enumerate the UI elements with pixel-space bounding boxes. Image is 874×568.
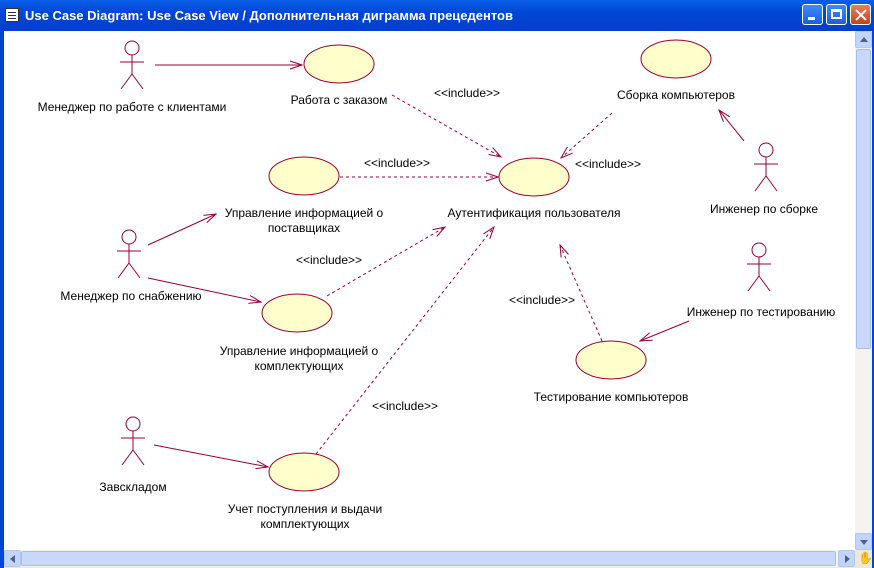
maximize-button[interactable]: [826, 4, 847, 25]
scroll-corner[interactable]: ✋: [855, 550, 873, 567]
window-border-right: [872, 31, 874, 568]
use-case-auth[interactable]: [498, 157, 570, 197]
use-case-supplier-info[interactable]: [268, 156, 340, 196]
include-assembly-auth[interactable]: [561, 112, 613, 158]
actor-assembly-engineer-figure[interactable]: [754, 142, 778, 192]
window-border-left: [0, 31, 4, 568]
scroll-left-button[interactable]: [4, 550, 21, 567]
actor-warehouse-head-figure[interactable]: [121, 416, 145, 466]
actor-client-manager-label: Менеджер по работе с клиентами: [37, 100, 227, 114]
diagram-svg: [117, 39, 778, 492]
include-order-auth[interactable]: [391, 94, 501, 157]
use-case-auth-label: Аутентификация пользователя: [447, 206, 621, 220]
include-component-label: <<include>>: [295, 253, 363, 267]
use-case-assembly-label: Сборка компьютеров: [617, 88, 735, 102]
use-case-component-info-label: Управление информацией о комплектующих: [219, 344, 379, 373]
use-case-testing-label: Тестирование компьютеров: [533, 390, 689, 404]
use-case-order-work-label: Работа с заказом: [290, 93, 388, 107]
document-icon[interactable]: [5, 8, 19, 22]
horizontal-scrollbar[interactable]: [4, 550, 855, 567]
use-case-order-work[interactable]: [303, 44, 375, 84]
close-button[interactable]: [850, 4, 871, 25]
scroll-down-button[interactable]: [855, 533, 872, 550]
use-case-supplier-info-label: Управление информацией о поставщиках: [224, 206, 384, 235]
assoc-testing-engineer[interactable]: [640, 320, 690, 341]
include-order-label: <<include>>: [433, 86, 501, 100]
actor-assembly-engineer-label: Инженер по сборке: [709, 202, 819, 216]
assoc-warehouse-receipt[interactable]: [153, 444, 268, 467]
vertical-scrollbar[interactable]: [855, 31, 872, 550]
title-bar[interactable]: Use Case Diagram: Use Case View / Дополн…: [0, 0, 874, 31]
vertical-scroll-thumb[interactable]: [856, 49, 871, 349]
use-case-receipt[interactable]: [268, 452, 340, 492]
actor-supply-manager-figure[interactable]: [117, 229, 141, 279]
include-receipt-label: <<include>>: [371, 399, 439, 413]
assoc-supply-component[interactable]: [147, 277, 261, 302]
actor-testing-engineer-figure[interactable]: [747, 242, 771, 292]
include-testing-label: <<include>>: [508, 293, 576, 307]
diagram-canvas[interactable]: Менеджер по работе с клиентами Менеджер …: [4, 31, 855, 550]
assoc-supply-supplier[interactable]: [147, 214, 216, 246]
use-case-testing[interactable]: [575, 340, 647, 380]
actor-supply-manager-label: Менеджер по снабжению: [60, 289, 202, 303]
assoc-assembly-engineer[interactable]: [719, 110, 745, 142]
include-supplier-label: <<include>>: [363, 156, 431, 170]
use-case-component-info[interactable]: [261, 293, 333, 333]
scroll-up-button[interactable]: [855, 31, 872, 48]
minimize-button[interactable]: [802, 4, 823, 25]
scroll-right-button[interactable]: [838, 550, 855, 567]
actor-testing-engineer-label: Инженер по тестированию: [686, 305, 836, 319]
hand-icon[interactable]: ✋: [858, 551, 873, 565]
use-case-receipt-label: Учет поступления и выдачи комплектующих: [227, 502, 383, 531]
include-assembly-label: <<include>>: [574, 157, 642, 171]
include-component-auth[interactable]: [326, 227, 445, 297]
use-case-assembly[interactable]: [640, 39, 712, 79]
window-title: Use Case Diagram: Use Case View / Дополн…: [25, 8, 513, 23]
actor-client-manager-figure[interactable]: [120, 40, 144, 90]
actor-warehouse-head-label: Завскладом: [99, 480, 167, 494]
horizontal-scroll-thumb[interactable]: [21, 551, 836, 566]
include-receipt-auth[interactable]: [315, 227, 494, 455]
